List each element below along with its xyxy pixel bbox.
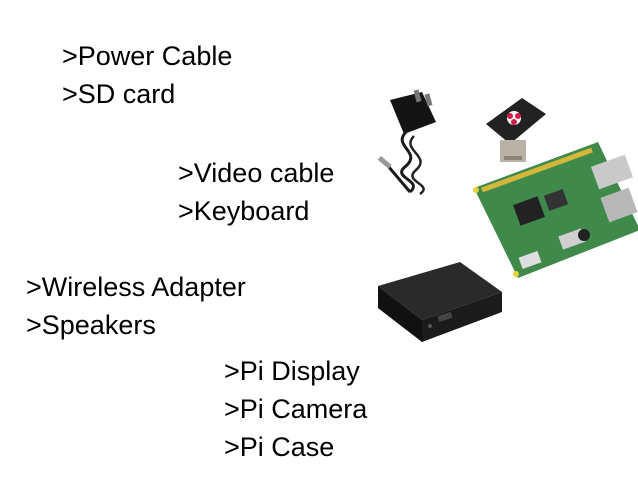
power-adapter-icon	[377, 89, 436, 196]
pi-case-icon	[378, 262, 502, 342]
item-pi-display: >Pi Display	[224, 356, 360, 386]
item-wireless-adapter: >Wireless Adapter	[26, 272, 246, 302]
raspberry-pi-board-icon	[473, 142, 638, 278]
product-photo	[377, 89, 638, 342]
item-video-cable: >Video cable	[178, 158, 335, 188]
item-pi-camera: >Pi Camera	[224, 394, 368, 424]
group-power-sd: >Power Cable >SD card	[62, 37, 232, 113]
group-wireless-speakers: >Wireless Adapter >Speakers	[26, 268, 246, 344]
item-sd-card: >SD card	[62, 79, 176, 109]
item-power-cable: >Power Cable	[62, 41, 233, 71]
item-keyboard: >Keyboard	[178, 196, 310, 226]
item-pi-case: >Pi Case	[224, 432, 335, 462]
raspberry-sd-card-icon	[486, 98, 546, 162]
group-pi-accessories: >Pi Display >Pi Camera >Pi Case	[224, 352, 367, 466]
group-video-keyboard: >Video cable >Keyboard	[178, 154, 334, 230]
item-speakers: >Speakers	[26, 310, 156, 340]
